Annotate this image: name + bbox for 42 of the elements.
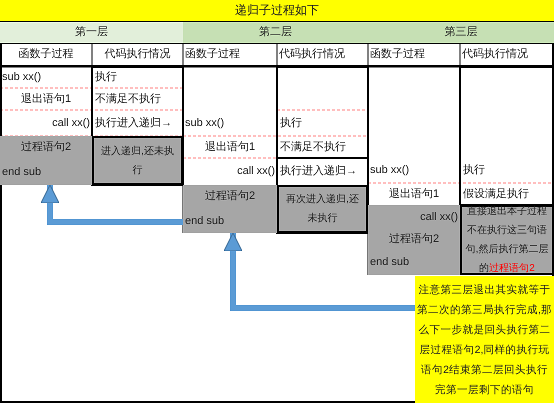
column-header: 函数子过程 <box>183 44 277 66</box>
code-line: 过程语句2 <box>204 188 256 204</box>
status-text: 执行 <box>279 116 303 130</box>
column-header: 代码执行情况 <box>277 44 368 66</box>
code-line: sub xx() <box>369 163 410 178</box>
status-text: 执行 <box>94 70 118 85</box>
code-line: sub xx() <box>184 116 226 130</box>
code-line: call xx() <box>419 210 459 224</box>
status-text: 执行进入递归→ <box>279 164 358 179</box>
title-banner: 递归子过程如下 <box>0 0 554 22</box>
code-line: end sub <box>184 214 226 228</box>
status-box: 再次进入递归,还未执行 <box>277 185 368 233</box>
status-text: 不满足不执行 <box>94 92 162 106</box>
arrow <box>40 184 183 225</box>
code-line: 退出语句1 <box>204 140 256 154</box>
status-text: 不满足不执行 <box>279 140 347 154</box>
status-box: 直接退出本子过程不在执行这三句语句,然后执行第二层的过程语句2 <box>460 205 554 275</box>
layer-header: 第三层 <box>368 22 554 44</box>
code-line: call xx() <box>236 164 276 179</box>
arrow <box>224 232 415 311</box>
code-line: call xx() <box>51 116 91 130</box>
code-block <box>183 185 277 233</box>
code-block <box>368 205 460 275</box>
code-line: 过程语句2 <box>388 232 440 246</box>
column-header: 代码执行情况 <box>460 44 554 66</box>
code-line: end sub <box>1 164 42 180</box>
note-box: 注意第三层退出其实就等于第二次的第三局执行完成,那么下一步就是回头执行第二层过程语句2,同样的执行玩语句2结束第二层回头执行完第一层剩下的语句 <box>415 276 554 403</box>
status-text: 执行进入递归→ <box>94 116 173 130</box>
code-line: 退出语句1 <box>20 92 72 106</box>
code-line: sub xx() <box>1 70 42 85</box>
code-block <box>0 136 92 185</box>
status-text: 执行 <box>462 163 486 178</box>
layer-header: 第一层 <box>0 22 183 44</box>
code-line: end sub <box>369 254 410 270</box>
column-header: 函数子过程 <box>368 44 460 66</box>
layer-header: 第二层 <box>183 22 368 44</box>
code-line: 过程语句2 <box>20 140 72 154</box>
column-header: 函数子过程 <box>0 44 92 66</box>
code-line: 退出语句1 <box>388 186 440 202</box>
column-header: 代码执行情况 <box>92 44 183 66</box>
status-text: 假设满足执行 <box>462 186 530 202</box>
status-box: 进入递归,还未执行 <box>92 136 183 185</box>
